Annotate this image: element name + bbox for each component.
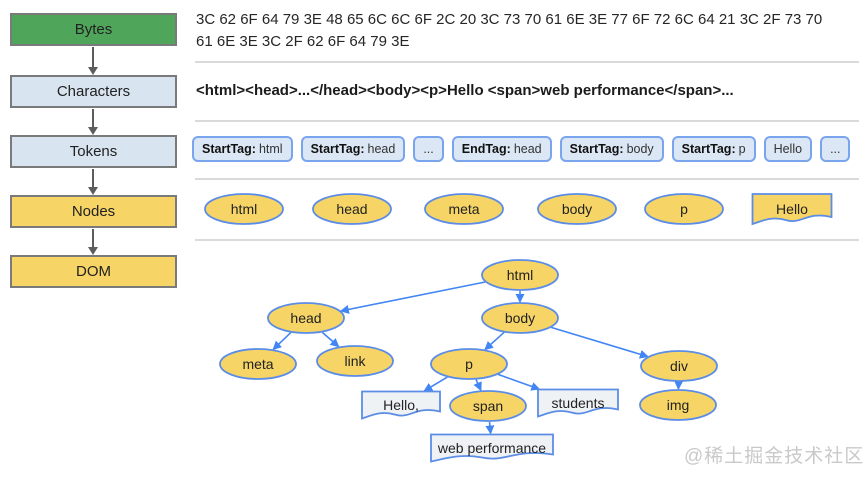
token-chip: StartTag:html	[192, 136, 293, 162]
tree-edge-p-hello	[423, 376, 448, 392]
token-chip: ...	[413, 136, 444, 162]
text-node-box	[537, 388, 619, 418]
tree-edge-p-span	[473, 379, 482, 392]
stage-box-tokens: Tokens	[10, 135, 177, 168]
node-label: head	[336, 201, 367, 217]
tree-edge-head-meta	[272, 331, 292, 351]
node-label: meta	[448, 201, 479, 217]
token-chip: StartTag:p	[671, 136, 756, 162]
node-label: img	[667, 397, 690, 413]
node-label: html	[507, 267, 533, 283]
node-ellipse-link	[316, 345, 394, 377]
row-separator	[195, 120, 859, 122]
token-chip: ...	[820, 136, 851, 162]
node-label: meta	[242, 356, 273, 372]
node-ellipse-meta	[424, 193, 504, 225]
node-ellipse-body	[481, 302, 559, 334]
tree-edge-span-webperf	[485, 421, 495, 435]
node-ellipse-head	[312, 193, 392, 225]
token-chip: EndTag:head	[451, 136, 552, 162]
node-label: body	[505, 310, 535, 326]
node-ellipse-p	[644, 193, 724, 225]
stage-box-characters: Characters	[10, 75, 177, 108]
bytes-hex-text: 3C 62 6F 64 79 3E 48 65 6C 6C 6F 2C 20 3…	[196, 11, 823, 50]
node-ellipse-div	[640, 350, 718, 382]
row-separator	[195, 239, 859, 241]
characters-markup-text: <html><head>...</head><body><p>Hello <sp…	[196, 82, 734, 99]
stage-box-dom: DOM	[10, 255, 177, 288]
node-label: body	[562, 201, 592, 217]
stage-box-bytes: Bytes	[10, 13, 177, 46]
node-label: span	[473, 398, 503, 414]
tokens-row: StartTag:html StartTag:head... EndTag:head…	[192, 136, 851, 162]
node-ellipse-body	[537, 193, 617, 225]
flow-down-arrow	[88, 47, 98, 75]
text-node-box	[361, 390, 441, 420]
node-ellipse-img	[639, 389, 717, 421]
node-ellipse-head	[267, 302, 345, 334]
node-label: head	[290, 310, 321, 326]
nodes-row: html head meta body p Hello	[204, 193, 833, 226]
node-label: div	[670, 358, 688, 374]
tree-edge-html-head	[339, 281, 486, 314]
node-ellipse-p	[430, 348, 508, 380]
node-label: web performance	[437, 440, 546, 456]
stage-box-nodes: Nodes	[10, 195, 177, 228]
node-label: html	[231, 201, 257, 217]
node-ellipse-span	[449, 390, 527, 422]
node-label: Hello	[776, 201, 808, 217]
row-separator	[195, 178, 859, 180]
node-label: p	[680, 201, 688, 217]
tree-edge-body-div	[550, 326, 649, 359]
watermark-text: @稀土掘金技术社区	[684, 446, 865, 467]
text-node-box	[751, 193, 833, 226]
tree-edge-head-link	[321, 331, 340, 348]
token-chip: Hello	[763, 136, 813, 162]
node-ellipse-html	[204, 193, 284, 225]
node-label: link	[344, 353, 366, 369]
flow-down-arrow	[88, 169, 98, 195]
flow-down-arrow	[88, 109, 98, 135]
node-label: Hello,	[383, 397, 419, 413]
node-ellipse-meta	[219, 348, 297, 380]
node-ellipse-html	[481, 259, 559, 291]
row-separator	[195, 61, 859, 63]
tree-edge-body-p	[484, 331, 505, 351]
flow-down-arrow	[88, 229, 98, 255]
tree-edge-p-students	[497, 373, 541, 391]
node-label: students	[552, 395, 605, 411]
token-chip: StartTag:body	[559, 136, 664, 162]
token-chip: StartTag:head	[300, 136, 406, 162]
node-label: p	[465, 356, 473, 372]
text-node-box	[430, 433, 554, 463]
